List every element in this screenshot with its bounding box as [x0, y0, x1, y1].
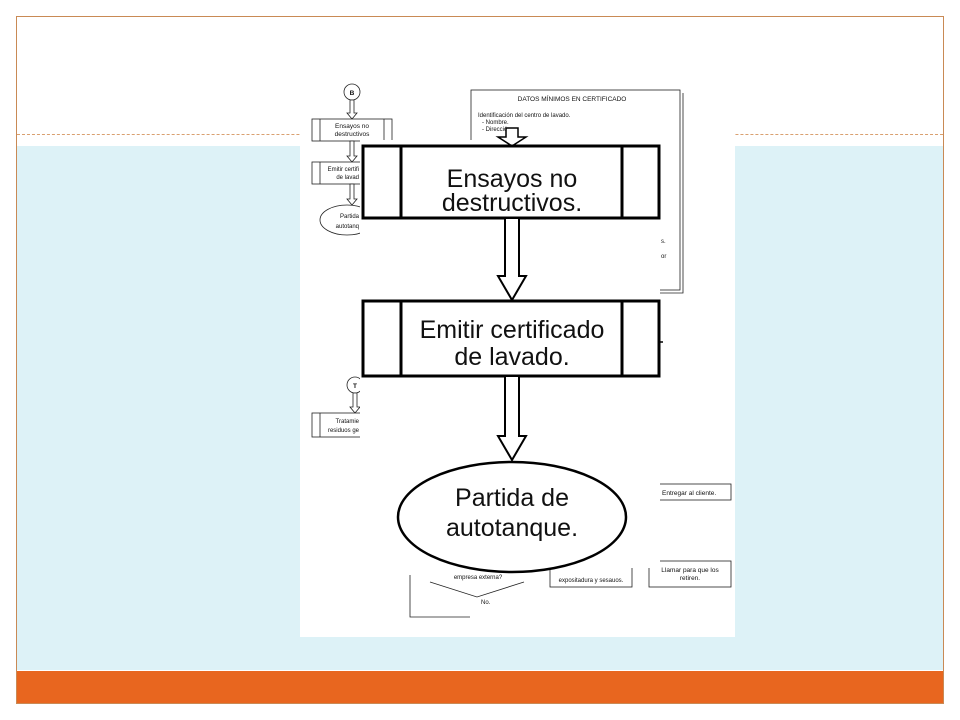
- no-label: No.: [481, 600, 491, 606]
- bg-end-line-2: autotanq: [336, 224, 359, 230]
- bg-step-2-line-1: Emitir certifi: [328, 167, 359, 173]
- bg-step-3-line-2: residuos ge: [328, 428, 360, 434]
- bg-end-line-1: Partida: [340, 214, 360, 220]
- footer-bar: [17, 671, 943, 703]
- main-flowchart: Ensayos no destructivos. Emitir certific…: [361, 127, 663, 574]
- certificate-note-line-2: - Nombre.: [482, 120, 509, 126]
- arrow-2: [496, 375, 528, 462]
- bg-arrow-4: [349, 392, 361, 414]
- background-lower-elements: empresa externa? No. expositadura y sesa…: [409, 483, 732, 618]
- step-1-box: [361, 144, 661, 220]
- certificate-note-fragment-2: or: [661, 254, 666, 260]
- bg-step-1-line-1: Ensayos no: [335, 123, 369, 130]
- certificate-note-line-1: Identificación del centro de lavado.: [478, 113, 571, 119]
- connector-b-label: B: [350, 90, 355, 97]
- slide-border: [16, 16, 944, 704]
- call-box: [648, 560, 732, 588]
- end-line-2: autotanque.: [446, 514, 578, 542]
- bg-step-1-line-2: destructivos: [335, 131, 370, 138]
- step-2-line-1: Emitir certificado: [420, 316, 605, 344]
- certificate-note-title: DATOS MÍNIMOS EN CERTIFICADO: [518, 94, 627, 103]
- step-1-line-1: Ensayos no: [447, 165, 578, 193]
- arrow-1: [496, 217, 528, 302]
- deliver-box-label: Entregar al cliente.: [662, 490, 716, 497]
- bg-arrow-2: [346, 140, 358, 163]
- call-box-line-2: retiren.: [680, 575, 700, 582]
- end-ellipse: [396, 460, 628, 574]
- end-line-1: Partida de: [455, 484, 569, 512]
- decision-diamond-lower: [429, 581, 525, 598]
- bg-arrow-3: [346, 183, 358, 206]
- connector-t-label: T: [353, 383, 357, 390]
- bg-step-2-line-2: de lavad: [336, 175, 359, 181]
- bg-connector-line: [409, 575, 470, 618]
- lower-box-label: expositadura y sesauos.: [559, 578, 624, 584]
- step-2-box: [361, 299, 661, 378]
- certificate-note-fragment-1: s.: [661, 239, 666, 245]
- decision-label: empresa externa?: [454, 575, 503, 581]
- step-1-line-2: destructivos.: [442, 189, 582, 217]
- call-box-line-1: Llamar para que los: [661, 567, 719, 574]
- bg-step-3-line-1: Tratamie: [336, 419, 360, 425]
- step-2-line-2: de lavado.: [454, 343, 569, 371]
- bg-arrow-1: [346, 99, 358, 120]
- top-arrow: [495, 127, 529, 147]
- certificate-note-line-3: - Dirección.: [482, 127, 513, 133]
